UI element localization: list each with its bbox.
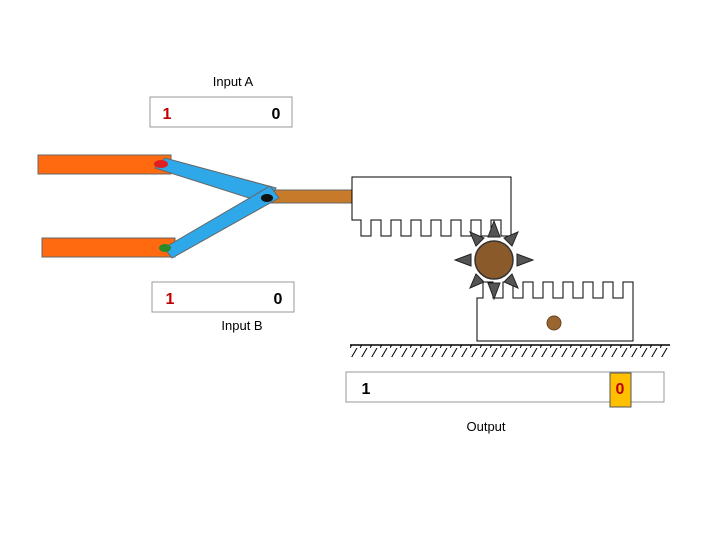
lower-linkage-arm xyxy=(163,185,280,259)
input-a-right-value: 0 xyxy=(272,106,281,123)
input-a-bar xyxy=(37,154,172,175)
input-a-left-value: 1 xyxy=(163,106,172,123)
pinion-gear xyxy=(453,219,535,301)
input-b-label: Input B xyxy=(221,318,262,333)
input-b-box xyxy=(151,281,295,313)
ground-hatching xyxy=(350,345,670,357)
output-label: Output xyxy=(466,419,505,434)
output-right-value: 0 xyxy=(616,381,625,398)
output-highlight xyxy=(609,372,632,408)
lower-gear-rack xyxy=(476,281,634,342)
input-a-label: Input A xyxy=(213,74,254,89)
black-pin xyxy=(261,194,273,202)
input-b-left-value: 1 xyxy=(166,291,175,308)
input-b-right-value: 0 xyxy=(274,291,283,308)
input-b-bar xyxy=(41,237,176,258)
output-rack-pin xyxy=(546,315,562,331)
output-left-value: 1 xyxy=(362,381,371,398)
green-pin xyxy=(159,244,171,252)
input-a-box xyxy=(149,96,293,128)
red-pin xyxy=(154,160,168,168)
upper-gear-rack xyxy=(351,176,512,237)
